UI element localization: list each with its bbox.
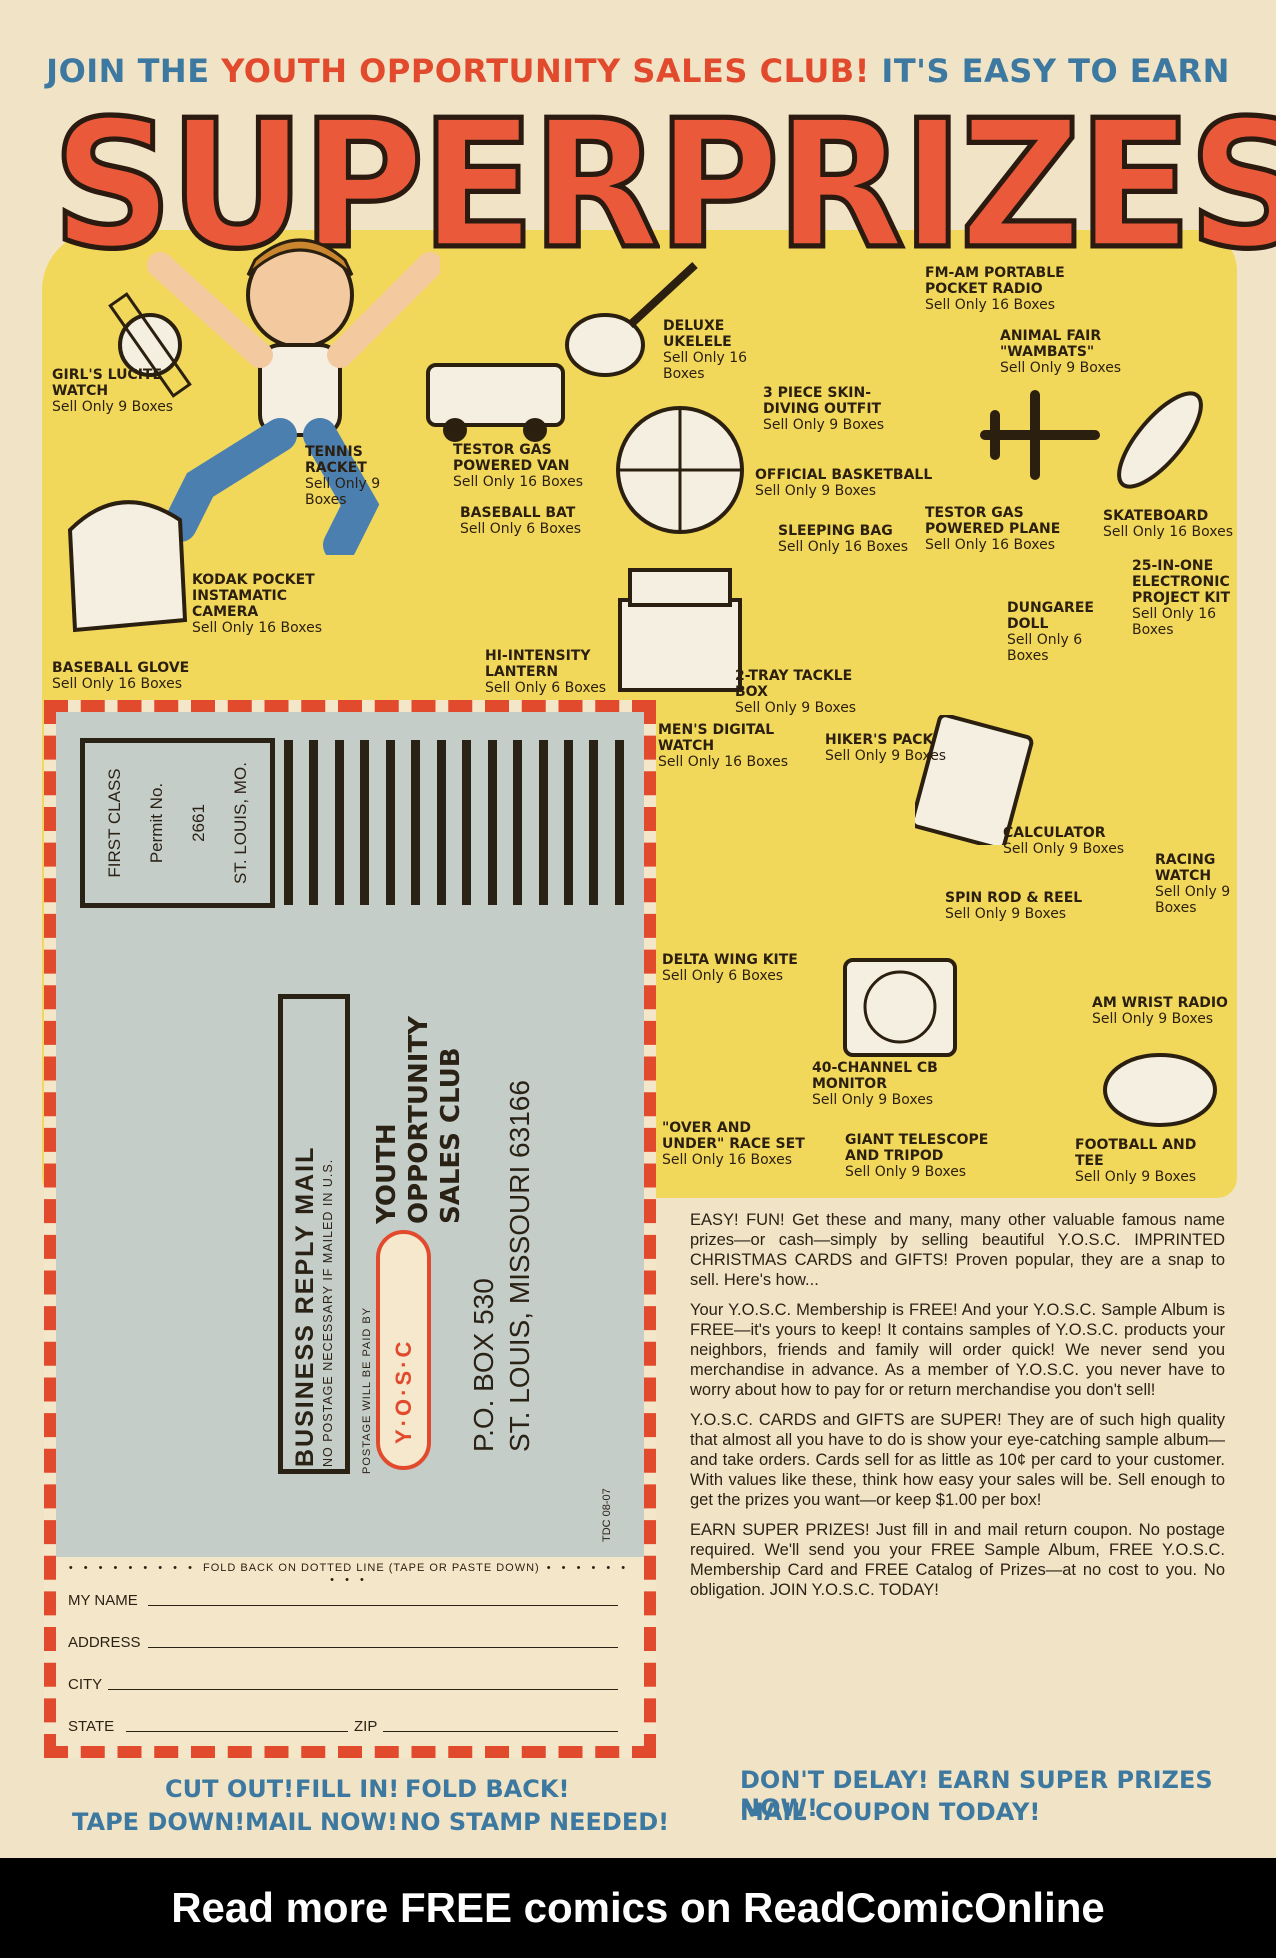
watch-illustration bbox=[108, 292, 192, 398]
city-field[interactable]: CITY bbox=[68, 1676, 628, 1693]
fold-line: • • • • • • • • • FOLD BACK ON DOTTED LI… bbox=[68, 1562, 630, 1586]
cta-line-1: DON'T DELAY! EARN SUPER PRIZES NOW! bbox=[740, 1766, 1213, 1822]
headline-super: SUPER bbox=[50, 82, 664, 288]
instr-fold: FOLD BACK! bbox=[405, 1775, 570, 1803]
body-copy: EASY! FUN! Get these and many, many othe… bbox=[690, 1210, 1225, 1610]
body-paragraph: Your Y.O.S.C. Membership is FREE! And yo… bbox=[690, 1301, 1225, 1399]
address-field[interactable]: ADDRESS bbox=[68, 1634, 628, 1651]
no-postage-note: NO POSTAGE NECESSARY IF MAILED IN U.S. bbox=[321, 1158, 335, 1467]
brm-box: BUSINESS REPLY MAIL NO POSTAGE NECESSARY… bbox=[278, 994, 350, 1474]
tagline-join: JOIN THE bbox=[46, 52, 210, 90]
addressee-youth: YOUTH bbox=[372, 1123, 402, 1224]
ukelele-illustration bbox=[565, 262, 698, 377]
body-paragraph: EARN SUPER PRIZES! Just fill in and mail… bbox=[690, 1521, 1225, 1599]
headline-prizes: PRIZES bbox=[654, 82, 1276, 288]
permit-number: 2661 bbox=[188, 804, 208, 842]
reply-mail-coupon: FIRST CLASS Permit No. 2661 ST. LOUIS, M… bbox=[44, 700, 656, 1758]
instr-cut: CUT OUT! bbox=[165, 1775, 295, 1803]
mail-panel: FIRST CLASS Permit No. 2661 ST. LOUIS, M… bbox=[56, 712, 644, 1557]
name-field[interactable]: MY NAME bbox=[68, 1592, 628, 1609]
yosc-logo-text: Y·O·S·C bbox=[391, 1338, 416, 1444]
body-paragraph: Y.O.S.C. CARDS and GIFTS are SUPER! They… bbox=[690, 1411, 1225, 1509]
instr-fill: FILL IN! bbox=[295, 1775, 400, 1803]
instr-mail: MAIL NOW! bbox=[245, 1808, 398, 1836]
first-class-label: FIRST CLASS bbox=[104, 768, 124, 878]
cb-monitor-illustration bbox=[843, 958, 957, 1057]
mail-address: ST. LOUIS, MISSOURI 63166 bbox=[504, 1080, 535, 1452]
glove-illustration bbox=[67, 500, 188, 633]
headline: SUPER PRIZES bbox=[50, 82, 1276, 288]
addressee-sales-club: SALES CLUB bbox=[436, 1047, 466, 1224]
business-reply-mail: BUSINESS REPLY MAIL bbox=[291, 1145, 319, 1467]
tagline-club: YOUTH OPPORTUNITY SALES CLUB! bbox=[221, 52, 870, 90]
basketball-illustration bbox=[616, 406, 744, 534]
footer-banner[interactable]: Read more FREE comics on ReadComicOnline bbox=[0, 1858, 1276, 1958]
football-illustration bbox=[1103, 1053, 1217, 1127]
permit-label: Permit No. bbox=[146, 782, 166, 864]
cta-line-2: MAIL COUPON TODAY! bbox=[740, 1798, 1041, 1826]
calculator-illustration bbox=[915, 715, 1034, 845]
addressee-opportunity: OPPORTUNITY bbox=[404, 1015, 434, 1224]
po-box: P.O. BOX 530 bbox=[468, 1278, 499, 1452]
permit-box: FIRST CLASS Permit No. 2661 ST. LOUIS, M… bbox=[80, 738, 275, 908]
tdc-code: TDC 08-07 bbox=[601, 1488, 613, 1542]
van-illustration bbox=[426, 363, 565, 442]
body-paragraph: EASY! FUN! Get these and many, many othe… bbox=[690, 1211, 1225, 1289]
postal-barcode bbox=[284, 740, 624, 905]
postage-paid-by: POSTAGE WILL BE PAID BY bbox=[361, 1306, 373, 1474]
instr-tape: TAPE DOWN! bbox=[72, 1808, 246, 1836]
ad-page: JOIN THE YOUTH OPPORTUNITY SALES CLUB! I… bbox=[0, 52, 1276, 1836]
instr-stamp: NO STAMP NEEDED! bbox=[400, 1808, 670, 1836]
tagline-easy: IT'S EASY TO EARN bbox=[881, 52, 1230, 90]
permit-city: ST. LOUIS, MO. bbox=[230, 762, 250, 884]
prize-wambats: ANIMAL FAIR "WAMBATS"Sell Only 9 Boxes bbox=[1000, 328, 1122, 376]
yosc-logo: Y·O·S·C bbox=[376, 1230, 431, 1470]
tacklebox-illustration bbox=[618, 568, 742, 692]
plane-illustration bbox=[980, 390, 1100, 480]
skateboard-illustration bbox=[1117, 391, 1203, 489]
tagline: JOIN THE YOUTH OPPORTUNITY SALES CLUB! I… bbox=[0, 52, 1276, 90]
mascot-illustration bbox=[147, 238, 440, 555]
